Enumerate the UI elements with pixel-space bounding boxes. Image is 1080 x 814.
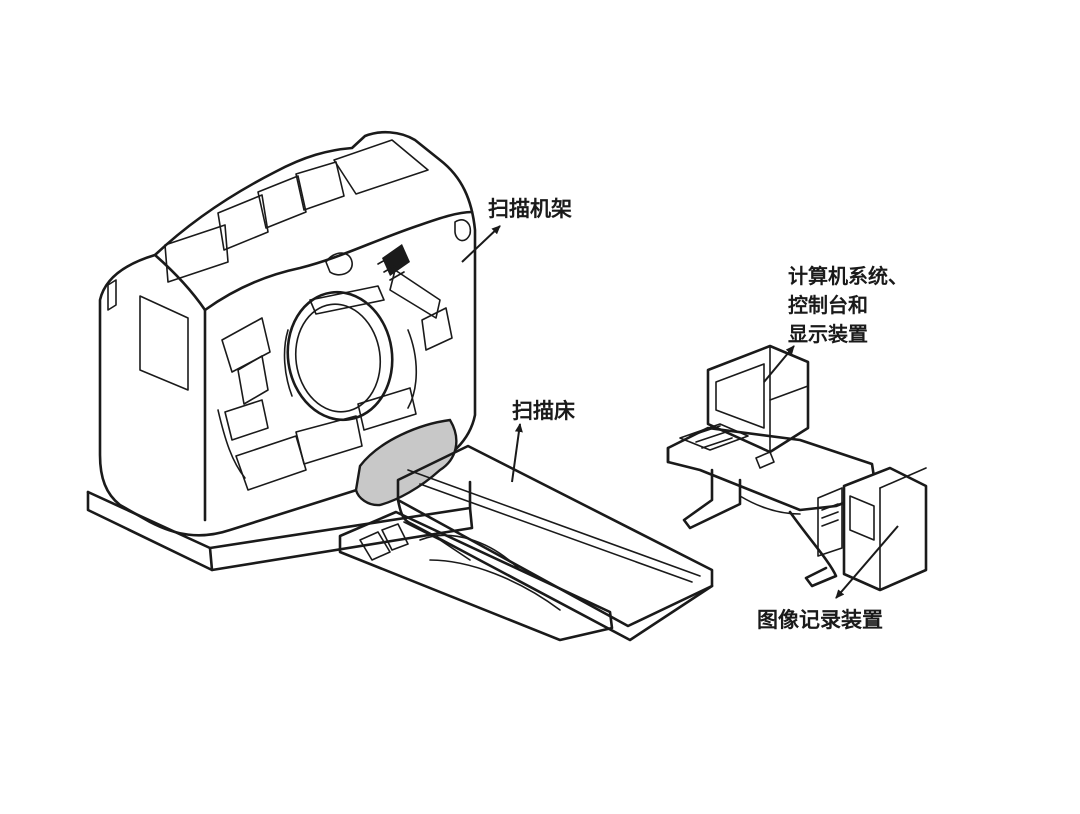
label-scanning-gantry: 扫描机架 <box>488 197 572 221</box>
computer-pointer-arrow <box>763 345 795 383</box>
image-recorder <box>817 466 928 592</box>
scanning-gantry <box>86 130 477 572</box>
label-computer-line3: 显示装置 <box>788 322 868 346</box>
label-computer-console: 计算机系统、 控制台和 显示装置 <box>788 262 908 349</box>
scanning-table <box>338 418 714 642</box>
table-base <box>338 510 614 642</box>
console-monitor <box>706 344 810 454</box>
recorder-pointer-arrow <box>835 525 899 599</box>
gantry-internal-components <box>217 244 453 491</box>
label-computer-line2: 控制台和 <box>788 293 868 317</box>
label-computer-line1: 计算机系统、 <box>788 264 908 288</box>
label-image-recorder: 图像记录装置 <box>757 608 883 632</box>
table-pad <box>354 418 458 507</box>
label-scanning-table: 扫描床 <box>512 399 575 423</box>
gantry-pointer-arrow <box>461 225 501 263</box>
table-pointer-arrow <box>511 423 523 483</box>
gantry-aperture <box>283 290 394 422</box>
table-top <box>396 444 714 642</box>
